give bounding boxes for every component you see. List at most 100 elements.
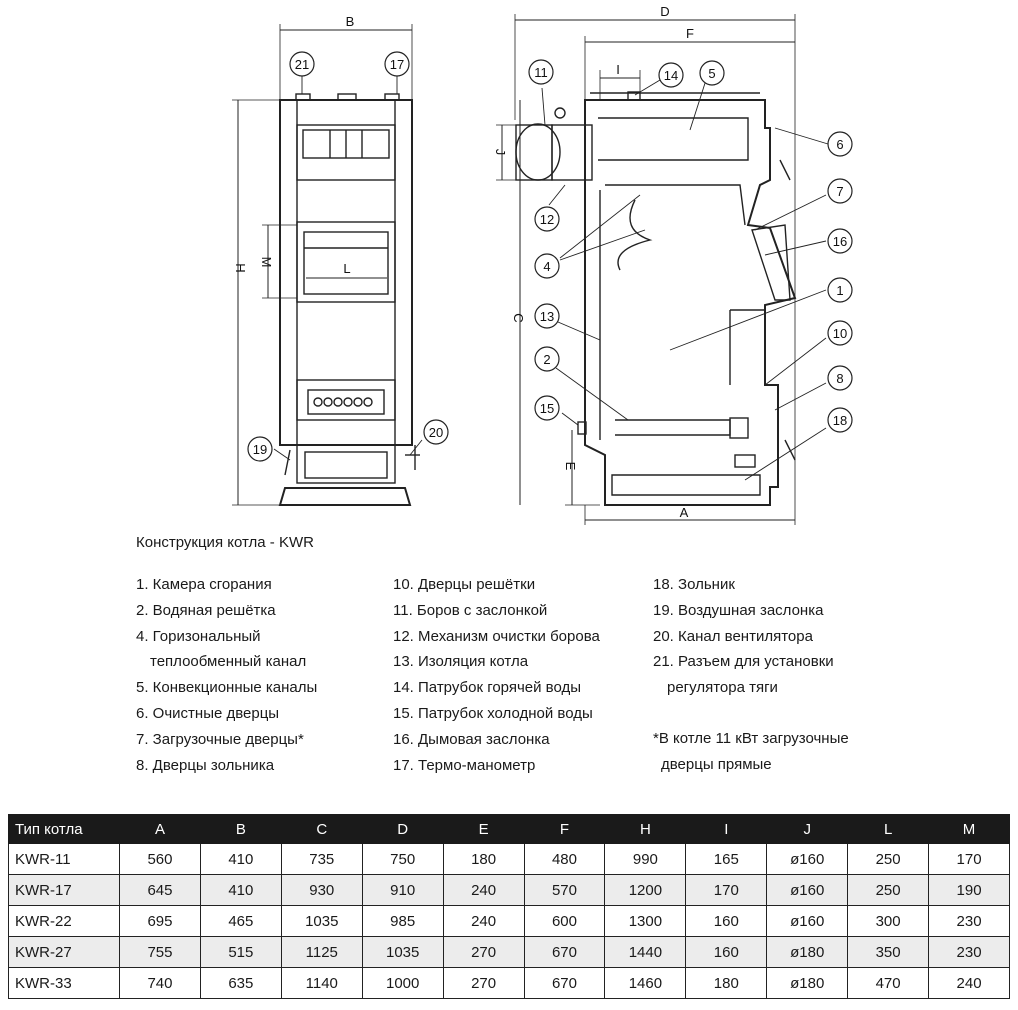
table-cell: 515 bbox=[199, 936, 282, 968]
col-header: I bbox=[685, 814, 768, 844]
table-row: KWR-33 740 635 1140 1000 270 670 1460 18… bbox=[8, 967, 1010, 999]
callout-numbers: 21 17 19 20 11 14 5 6 12 7 16 4 1 13 10 … bbox=[253, 57, 847, 457]
callout-17: 17 bbox=[390, 57, 404, 72]
table-cell: 1440 bbox=[604, 936, 687, 968]
legend-item: 12. Механизм очистки борова bbox=[393, 627, 600, 645]
callout-11: 11 bbox=[534, 65, 548, 80]
table-cell: KWR-17 bbox=[8, 874, 120, 906]
callout-19: 19 bbox=[253, 442, 267, 457]
col-header: M bbox=[928, 814, 1010, 844]
legend-item: 2. Водяная решётка bbox=[136, 601, 276, 619]
col-header: D bbox=[361, 814, 444, 844]
legend-item: 7. Загрузочные дверцы* bbox=[136, 730, 304, 748]
table-cell: 465 bbox=[199, 905, 282, 937]
table-cell: 750 bbox=[361, 843, 444, 875]
table-cell: 670 bbox=[523, 936, 606, 968]
table-cell: ø160 bbox=[766, 843, 849, 875]
callout-6: 6 bbox=[836, 137, 843, 152]
table-cell: 930 bbox=[280, 874, 363, 906]
callout-15: 15 bbox=[540, 401, 554, 416]
col-header: E bbox=[442, 814, 525, 844]
col-header: Тип котла bbox=[8, 814, 120, 844]
callout-12: 12 bbox=[540, 212, 554, 227]
legend-item: 18. Зольник bbox=[653, 576, 735, 593]
side-view bbox=[496, 14, 797, 525]
table-cell: 645 bbox=[119, 874, 201, 906]
footnote: *В котле 11 кВт загрузочные дверцы прямы… bbox=[653, 726, 849, 778]
table-cell: 240 bbox=[928, 967, 1010, 999]
legend-column-1: 1. Камера сгорания 2. Водяная решётка 4.… bbox=[136, 572, 317, 778]
footnote-line: *В котле 11 кВт загрузочные bbox=[653, 730, 849, 747]
legend-item: 20. Канал вентилятора bbox=[653, 627, 813, 645]
table-row: KWR-22 695 465 1035 985 240 600 1300 160… bbox=[8, 905, 1010, 937]
legend-item: 4. Горизональный bbox=[136, 627, 261, 645]
legend-item: 13. Изоляция котла bbox=[393, 653, 529, 671]
col-header: H bbox=[604, 814, 687, 844]
table-cell: 250 bbox=[847, 874, 930, 906]
table-cell: 1460 bbox=[604, 967, 687, 999]
legend-item: 15. Патрубок холодной воды bbox=[393, 704, 593, 722]
table-cell: 480 bbox=[523, 843, 606, 875]
table-cell: ø160 bbox=[766, 905, 849, 937]
legend-item: 14. Патрубок горячей воды bbox=[393, 679, 582, 697]
dim-f-label: F bbox=[686, 26, 694, 41]
legend-item: 5. Конвекционные каналы bbox=[136, 679, 318, 697]
legend-column-3: 18. Зольник 19. Воздушная заслонка 20. К… bbox=[653, 572, 834, 701]
table-cell: 410 bbox=[199, 843, 282, 875]
callout-1: 1 bbox=[836, 283, 843, 298]
dim-m-label: M bbox=[259, 257, 274, 268]
table-cell: 350 bbox=[847, 936, 930, 968]
table-cell: 635 bbox=[199, 967, 282, 999]
table-cell: 695 bbox=[119, 905, 201, 937]
legend-column-2: 10. Дверцы решётки 11. Боров с заслонкой… bbox=[393, 572, 600, 778]
table-cell: 570 bbox=[523, 874, 606, 906]
col-header: A bbox=[119, 814, 201, 844]
table-cell: ø180 bbox=[766, 967, 849, 999]
table-cell: 560 bbox=[119, 843, 201, 875]
col-header: L bbox=[847, 814, 930, 844]
table-header-row: Тип котла A B C D E F H I J L M bbox=[8, 814, 1010, 844]
col-header: J bbox=[766, 814, 849, 844]
diagram-caption: Конструкция котла - KWR bbox=[136, 534, 314, 551]
table-cell: 1035 bbox=[280, 905, 363, 937]
table-cell: 990 bbox=[604, 843, 687, 875]
legend-item: 1. Камера сгорания bbox=[136, 576, 272, 593]
table-cell: 740 bbox=[119, 967, 201, 999]
table-cell: 170 bbox=[928, 843, 1010, 875]
legend-item: 21. Разъем для установки bbox=[653, 653, 834, 671]
dim-j-label: J bbox=[493, 149, 508, 156]
legend-item: 11. Боров с заслонкой bbox=[393, 601, 548, 619]
table-cell: 170 bbox=[685, 874, 768, 906]
dimension-labels: B H M L D F I J C E A bbox=[233, 4, 694, 520]
dim-b-label: B bbox=[346, 14, 355, 29]
table-cell: 410 bbox=[199, 874, 282, 906]
table-cell: KWR-33 bbox=[8, 967, 120, 999]
callout-2: 2 bbox=[543, 352, 550, 367]
legend-item-continuation: теплообменный канал bbox=[150, 653, 307, 671]
dimensions-table: Тип котла A B C D E F H I J L M KWR-11 5… bbox=[8, 814, 1010, 999]
callout-21: 21 bbox=[295, 57, 309, 72]
table-cell: 470 bbox=[847, 967, 930, 999]
callout-7: 7 bbox=[836, 184, 843, 199]
legend-item: 6. Очистные дверцы bbox=[136, 704, 280, 722]
table-cell: 160 bbox=[685, 936, 768, 968]
dim-i-label: I bbox=[616, 62, 620, 77]
table-cell: 240 bbox=[442, 874, 525, 906]
leader-lines bbox=[273, 75, 829, 481]
table-cell: 1035 bbox=[361, 936, 444, 968]
table-cell: 755 bbox=[119, 936, 201, 968]
dim-e-label: E bbox=[563, 462, 578, 471]
dim-h-label: H bbox=[233, 263, 248, 272]
callout-18: 18 bbox=[833, 413, 847, 428]
front-view bbox=[232, 24, 420, 506]
table-cell: 160 bbox=[685, 905, 768, 937]
legend-item: 8. Дверцы зольника bbox=[136, 756, 275, 774]
col-header: F bbox=[523, 814, 606, 844]
col-header: C bbox=[280, 814, 363, 844]
legend-item: 16. Дымовая заслонка bbox=[393, 730, 550, 748]
table-cell: 1200 bbox=[604, 874, 687, 906]
table-cell: 230 bbox=[928, 936, 1010, 968]
callout-14: 14 bbox=[664, 68, 678, 83]
table-cell: 240 bbox=[442, 905, 525, 937]
table-row: KWR-17 645 410 930 910 240 570 1200 170 … bbox=[8, 874, 1010, 906]
